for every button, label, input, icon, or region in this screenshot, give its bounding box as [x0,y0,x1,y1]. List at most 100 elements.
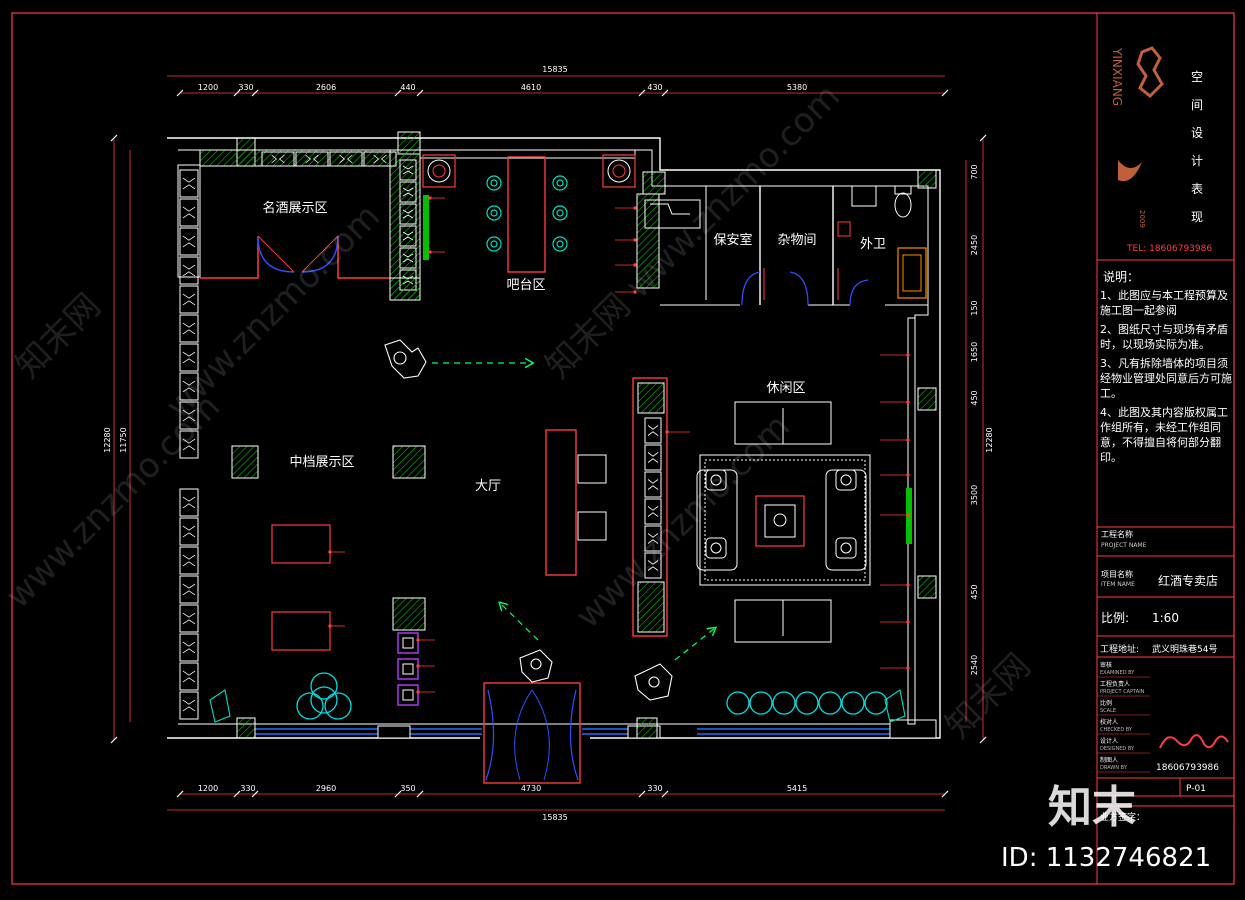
dim-right-1: 700 [970,164,979,179]
leader-dot [906,583,910,587]
round-stand [310,686,338,714]
shelf-mark [182,409,196,422]
shelf-mark [182,293,196,306]
titleblock-row-en: DRAWN BY [1100,765,1128,771]
label-bar: 吧台区 [506,278,545,293]
dim-tick [110,134,118,142]
round-stand [310,672,338,700]
shelf-unit [179,169,199,198]
dim-bottom-total: 15835 [542,813,567,822]
shelf-unit [179,662,199,691]
leader-dot [428,196,432,200]
armchair [705,469,727,491]
bar-stool [552,236,568,252]
bar-stool [486,175,502,191]
brand-swoosh-icon [1118,160,1142,182]
shelf-unit [644,498,662,525]
shelf-mark [402,231,414,241]
titleblock-row-en: DESIGNED BY [1100,746,1135,752]
shelf-unit [179,256,199,285]
shelf-mark [182,699,196,712]
divider-shelves [644,417,662,579]
leader-dot [906,513,910,517]
shelf-mark [182,496,196,509]
shelf-unit [179,546,199,575]
dim-tick [638,89,646,97]
brand-year: 2009 [1138,210,1146,228]
bar-stool-seat [556,240,564,248]
armchair [705,537,727,559]
watermark-cn: 知末网 [8,286,108,386]
tagline-char: 现 [1191,210,1203,224]
shelf-mark [305,154,319,164]
shelf-unit [399,225,417,247]
dimension-labels: 15835 1200 330 2606 440 4610 430 5380 12… [103,65,994,822]
titleblock-row-en: EXAMINED BY [1100,670,1135,676]
dim-tick [176,790,184,798]
shelf-mark [647,560,659,571]
shelf-unit [179,430,199,459]
round-stand [726,691,750,715]
signature-icon [1159,734,1229,749]
circulation-arrows [432,363,715,661]
bar-stool [486,205,502,221]
scale-value: 1:60 [1152,611,1179,625]
shelf-unit [179,198,199,227]
shelf-unit [179,227,199,256]
leader-dot [906,400,910,404]
notes-title: 说明： [1103,269,1139,284]
dim-tick [251,790,259,798]
shelf-mark [402,165,414,175]
watermark-cn: 知末网 [538,286,638,386]
leader-dot [328,624,332,628]
round-display-stands [296,672,888,720]
round-stand [818,691,842,715]
title-block: YINXIANG 2009 空 间 设 计 表 现 TEL: 186067939… [1097,46,1234,823]
leader-dot [633,206,637,210]
armchair-cushion [710,542,722,554]
shelf-mark [182,380,196,393]
shelf-unit [179,517,199,546]
shelf-unit [399,247,417,269]
shelf-mark [182,583,196,596]
leader-dot [633,290,637,294]
left-wall-shelves [179,169,199,720]
shelf-mark [182,351,196,364]
armchair-cushion [710,474,722,486]
dim-bottom-7: 5415 [787,784,807,793]
shelf-mark [182,177,196,190]
back-rooms [636,185,928,306]
dim-left-outer: 12280 [103,427,112,452]
note-item: 3、凡有拆除墙体的项目须经物业管理处同意后方可施工。 [1100,357,1232,400]
label-security: 保安室 [713,232,752,248]
tagline-char: 空 [1191,70,1203,84]
dim-tick [394,790,402,798]
shelf-unit [179,575,199,604]
round-stand [841,691,865,715]
shelf-mark [402,187,414,197]
dim-left-inner: 11750 [119,427,128,452]
titleblock-row-en: PROJECT CAPTAIN [1100,689,1145,695]
titleblock-row-cn: 校对人 [1100,718,1118,726]
bar-stool [552,175,568,191]
shelf-unit [179,401,199,430]
shelf-unit [179,314,199,343]
label-wine-display: 名酒展示区 [262,200,327,216]
dim-right-3: 150 [970,300,979,315]
titleblock-row-cn: 制图人 [1100,756,1118,764]
sheet-border [11,12,1235,885]
shelf-unit [644,525,662,552]
dim-bottom-4: 350 [400,784,415,793]
leader-dot [416,664,420,668]
wine-display-room [177,149,421,301]
label-hall: 大厅 [475,479,501,494]
watermark-cn: 知末网 [938,646,1038,746]
tagline-char: 间 [1191,98,1203,112]
leader-dot [633,238,637,242]
shelf-mark [182,264,196,277]
dim-right-4: 1650 [970,342,979,362]
round-stand [864,691,888,715]
shelf-mark [182,206,196,219]
dim-top-total: 15835 [542,65,567,74]
